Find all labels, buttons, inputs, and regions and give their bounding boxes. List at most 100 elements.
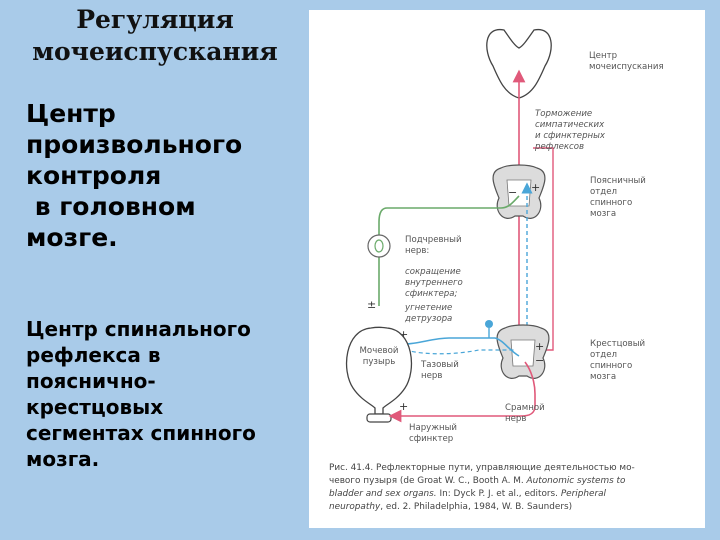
- brain-center-label: Центр: [589, 51, 617, 61]
- reflex-pathways-figure: Центр мочеиспускания Торможение симпатич…: [309, 10, 705, 528]
- lumbar-label: отдел: [590, 187, 617, 197]
- svg-text:спинного: спинного: [590, 361, 632, 371]
- text-line: рефлекса в: [26, 343, 161, 367]
- pelvic-label: Тазовый: [420, 360, 459, 370]
- figure-caption-line-3: bladder and sex organs. In: Dyck P. J. e…: [329, 489, 607, 499]
- svg-text:Подчревный: Подчревный: [405, 235, 462, 245]
- lumbar-label: Поясничный: [590, 176, 646, 186]
- svg-text:Тазовый: Тазовый: [420, 360, 459, 370]
- svg-text:нерв: нерв: [505, 414, 526, 424]
- sphincter-label: Наружный: [409, 423, 457, 433]
- slide-title-line-2: мочеиспускания: [32, 37, 278, 66]
- caption-text: , ed. 2. Philadelphia, 1984, W. B. Saund…: [380, 502, 572, 512]
- figure-caption-line-4: neuropathy, ed. 2. Philadelphia, 1984, W…: [329, 502, 572, 512]
- inhibition-label: и сфинктерных: [535, 131, 606, 141]
- svg-text:Крестцовый: Крестцовый: [590, 339, 645, 349]
- caption-text: In: Dyck P. J. et al., editors.: [437, 489, 561, 499]
- svg-text:Торможение: Торможение: [535, 109, 592, 119]
- svg-text:±: ±: [367, 298, 376, 311]
- text-line: мозга.: [26, 447, 100, 471]
- svg-text:мочеиспускания: мочеиспускания: [589, 62, 664, 72]
- svg-text:+: +: [535, 340, 544, 353]
- lumbar-label: мозга: [590, 209, 616, 219]
- sacral-label: Крестцовый: [590, 339, 645, 349]
- slide-title: Регуляция мочеиспускания: [0, 4, 310, 68]
- sacral-label: спинного: [590, 361, 632, 371]
- sphincter-label: сфинктер: [409, 434, 453, 444]
- hypogastric-effect: сокращение: [405, 267, 461, 277]
- svg-text:нерв:: нерв:: [405, 246, 429, 256]
- text-line: мозге.: [26, 223, 118, 252]
- pelvic-label: нерв: [421, 371, 442, 381]
- brain-center-label: мочеиспускания: [589, 62, 664, 72]
- brain-center-shape: [486, 29, 552, 99]
- caption-text: neuropathy: [329, 502, 381, 512]
- reflex-pathways-diagram: Центр мочеиспускания Торможение симпатич…: [329, 29, 664, 512]
- svg-text:сфинктер: сфинктер: [409, 434, 453, 444]
- svg-text:отдел: отдел: [590, 187, 617, 197]
- hypogastric-effect: сфинктера;: [405, 289, 457, 299]
- voluntary-control-text: Центр произвольного контроля в головном …: [26, 98, 242, 253]
- sacral-label: мозга: [590, 372, 616, 382]
- inhibition-label: Торможение: [535, 109, 592, 119]
- bladder-label: Мочевой: [360, 346, 399, 356]
- hypogastric-label: Подчревный: [405, 235, 462, 245]
- svg-text:Поясничный: Поясничный: [590, 176, 646, 186]
- slide-title-line-1: Регуляция: [76, 5, 234, 34]
- external-sphincter: [366, 413, 392, 423]
- figure-caption-line-1: Рис. 41.4. Рефлекторные пути, управляющи…: [329, 463, 635, 473]
- hypogastric-effect: внутреннего: [405, 278, 463, 288]
- svg-text:мозга: мозга: [590, 209, 616, 219]
- lumbar-plus-sign: +: [531, 181, 540, 194]
- svg-text:сокращение: сокращение: [405, 267, 461, 277]
- text-line: Центр: [26, 99, 116, 128]
- svg-text:−: −: [508, 186, 517, 199]
- sphincter-plus-sign: +: [399, 400, 408, 413]
- pudendal-pathway: [388, 361, 536, 423]
- sacral-label: отдел: [590, 350, 617, 360]
- text-line: контроля: [26, 161, 162, 190]
- svg-text:+: +: [399, 400, 408, 413]
- sacral-minus-sign: −: [535, 354, 544, 367]
- caption-text: bladder and sex organs.: [329, 489, 437, 499]
- lumbar-label: спинного: [590, 198, 632, 208]
- svg-text:спинного: спинного: [590, 198, 632, 208]
- svg-text:сфинктера;: сфинктера;: [405, 289, 457, 299]
- hypogastric-effect: угнетение: [404, 303, 452, 313]
- svg-text:и сфинктерных: и сфинктерных: [535, 131, 606, 141]
- svg-text:рефлексов: рефлексов: [534, 142, 584, 152]
- figure-caption-line-2: чевого пузыря (de Groat W. C., Booth A. …: [329, 476, 626, 486]
- inhibition-label: симпатических: [535, 120, 605, 130]
- pudendal-label: нерв: [505, 414, 526, 424]
- svg-text:угнетение: угнетение: [404, 303, 452, 313]
- pelvic-ganglion: [485, 320, 493, 328]
- svg-text:+: +: [531, 181, 540, 194]
- svg-text:внутреннего: внутреннего: [405, 278, 463, 288]
- svg-text:Срамной: Срамной: [505, 403, 545, 413]
- text-line: сегментах спинного: [26, 421, 256, 445]
- svg-text:Наружный: Наружный: [409, 423, 457, 433]
- inhibition-pathway: [533, 147, 554, 351]
- svg-text:Центр: Центр: [589, 51, 617, 61]
- spinal-reflex-text: Центр спинального рефлекса в пояснично- …: [26, 316, 256, 472]
- svg-text:−: −: [535, 354, 544, 367]
- caption-text: чевого пузыря (de Groat W. C., Booth A. …: [329, 476, 527, 486]
- svg-text:+: +: [399, 328, 408, 341]
- svg-text:отдел: отдел: [590, 350, 617, 360]
- text-line: Центр спинального: [26, 317, 251, 341]
- hypogastric-ganglion: [367, 234, 391, 258]
- hypogastric-plusminus-sign: ±: [367, 298, 376, 311]
- lumbar-minus-sign: −: [508, 186, 517, 199]
- hypogastric-pathway: [378, 195, 520, 306]
- hypogastric-effect: детрузора: [404, 314, 452, 324]
- bladder-shape: [346, 326, 412, 415]
- caption-text: Autonomic systems to: [526, 476, 626, 486]
- svg-text:пузырь: пузырь: [363, 357, 396, 367]
- text-line: произвольного: [26, 130, 243, 159]
- svg-text:симпатических: симпатических: [535, 120, 605, 130]
- svg-text:мозга: мозга: [590, 372, 616, 382]
- pelvic-plus-sign: +: [399, 328, 408, 341]
- svg-text:нерв: нерв: [421, 371, 442, 381]
- svg-text:детрузора: детрузора: [404, 314, 452, 324]
- svg-text:Мочевой: Мочевой: [360, 346, 399, 356]
